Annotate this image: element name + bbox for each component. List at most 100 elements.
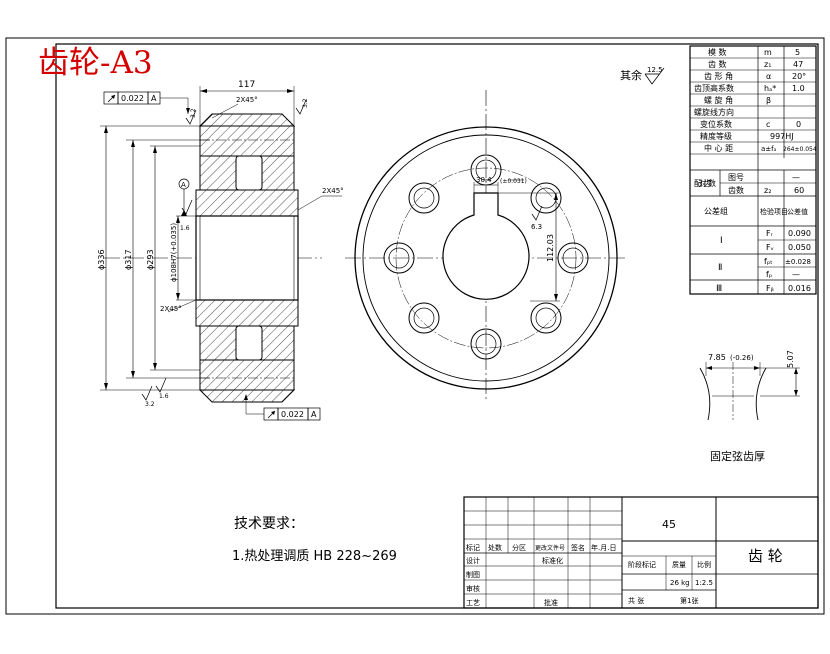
param-row-value: 47 [793, 60, 803, 69]
mate-row-value: 60 [794, 186, 804, 195]
surface-rest-label: 其余 [620, 68, 642, 82]
tol-header-item: 检验项目 [760, 207, 788, 216]
param-row-symbol: β [766, 96, 771, 105]
lightening-hole-upper-left [408, 182, 440, 214]
lightening-hole-upper-right [530, 182, 562, 214]
title-col-mark: 标记 [466, 543, 480, 552]
tooth-detail [699, 362, 800, 421]
keyway-width-tol: (±0.031) [500, 178, 527, 185]
chamfer-mid-label: 2X45° [322, 187, 344, 195]
chord-thickness-tol: (-0.26) [730, 354, 754, 362]
mate-row-name: 齿数 [728, 185, 744, 195]
pitch-diameter: ϕ317 [124, 249, 133, 270]
chamfer-top-label: 2X45° [236, 96, 258, 104]
title-weight: 26 kg [670, 579, 690, 587]
sheet-title-mark: 齿轮-A3 [38, 45, 153, 81]
param-row-value: 20° [792, 72, 806, 81]
param-row-name: 齿顶高系数 [694, 83, 734, 93]
chord-thickness: 7.85 [708, 353, 726, 362]
title-scale-label: 比例 [697, 560, 711, 569]
roughness-a: 3.2 [190, 108, 197, 118]
keyway-width: 30.4 [476, 176, 492, 184]
lightening-hole-right [557, 242, 589, 274]
lightening-hole-bottom [470, 328, 502, 360]
param-row-name: 精度等级 [700, 131, 732, 141]
tooth-detail-caption: 固定弦齿厚 [710, 449, 765, 463]
keyway-roughness: 6.3 [531, 223, 542, 231]
param-row-name: 螺 旋 角 [704, 95, 733, 105]
part-name: 齿 轮 [748, 547, 783, 565]
chamfer-low-label: 2X45° [160, 305, 182, 313]
title-weight-label: 质量 [672, 560, 686, 569]
title-standardize: 标准化 [542, 556, 563, 565]
title-approve: 批准 [544, 598, 558, 607]
title-col-date: 年.月.日 [591, 543, 616, 552]
param-row-value: 1.0 [792, 84, 805, 93]
tol-row-item: fₚₜ [764, 257, 773, 266]
lightening-hole-left [383, 242, 415, 274]
tol-row-value: 0.090 [788, 229, 811, 238]
requirements-heading: 技术要求： [234, 516, 304, 532]
rest-roughness-symbol [644, 67, 665, 85]
rest-roughness-value: 12.5 [647, 66, 663, 74]
gear-parameter-table [689, 45, 817, 295]
tol-row-value: — [792, 270, 800, 279]
tip-diameter: ϕ336 [97, 249, 106, 270]
param-row-symbol: a±fₐ [761, 145, 777, 153]
hub-diameter: ϕ293 [146, 249, 155, 270]
title-row-design: 设计 [466, 556, 480, 565]
title-col-change-doc: 更改文件号 [535, 544, 565, 552]
tol-header-value: 公差值 [787, 207, 808, 216]
material-label: 45 [662, 518, 676, 531]
param-row-name: 中 心 距 [704, 143, 733, 153]
param-row-symbol: c [766, 120, 770, 129]
tol-row-value: ±0.028 [785, 258, 811, 266]
param-row-name: 模 数 [708, 47, 727, 57]
tol-row-item: Fᵣ [766, 229, 774, 238]
title-col-signature: 签名 [571, 543, 585, 552]
outer-frame [5, 37, 825, 615]
title-total-sheets: 共 张 [628, 596, 644, 605]
param-row-symbol: m [764, 48, 772, 57]
tol-row-value: 0.050 [788, 243, 811, 252]
front-view [345, 90, 625, 400]
inner-frame [55, 43, 819, 609]
mate-row-name: 图号 [728, 173, 744, 182]
keyway-depth: 112.03 [546, 234, 555, 262]
roughness-d: 1.6 [159, 393, 169, 400]
tol-row-item: Fᵥ [766, 243, 774, 252]
width-dimension: 117 [238, 80, 255, 90]
tol-row-group: Ⅰ [720, 236, 723, 246]
param-row-value: 5 [795, 48, 800, 57]
param-row-symbol: α [766, 72, 771, 81]
title-row-draw: 制图 [466, 570, 480, 579]
param-row-symbol: hₐ* [764, 84, 776, 93]
param-row-name: 变位系数 [700, 119, 732, 129]
runout-bottom-value: 0.022 [281, 410, 304, 419]
param-row-name: 齿 数 [708, 59, 727, 69]
tol-header-group: 公差组 [704, 206, 728, 216]
title-stage-mark: 阶段标记 [628, 560, 656, 569]
title-col-count: 处数 [488, 543, 502, 552]
runout-top-value: 0.022 [121, 94, 144, 103]
param-row-symbol: 997HJ [770, 132, 794, 141]
roughness-c: 1.6 [180, 225, 190, 232]
roughness-e: 3.2 [145, 401, 155, 408]
param-row-symbol: z₁ [764, 60, 771, 69]
tol-row-item: fₚ [766, 270, 772, 279]
bore-diameter: ϕ108H7(+0.035) [170, 223, 178, 282]
runout-top-datum: A [151, 94, 157, 103]
lightening-hole-lower-right [530, 302, 562, 334]
mate-row-symbol: z₂ [764, 186, 771, 195]
mate-label: 配对齿数 [694, 178, 716, 188]
side-section-view [100, 86, 342, 421]
param-row-name: 齿 形 角 [704, 71, 733, 81]
param-row-value: 0 [796, 120, 801, 129]
runout-bottom-datum: A [311, 410, 317, 419]
tol-row-group: Ⅲ [716, 284, 722, 294]
tol-row-item: Fᵦ [766, 284, 774, 293]
roughness-b: 3.2 [302, 98, 309, 108]
title-scale: 1:2.5 [695, 579, 713, 587]
title-block [463, 496, 819, 609]
